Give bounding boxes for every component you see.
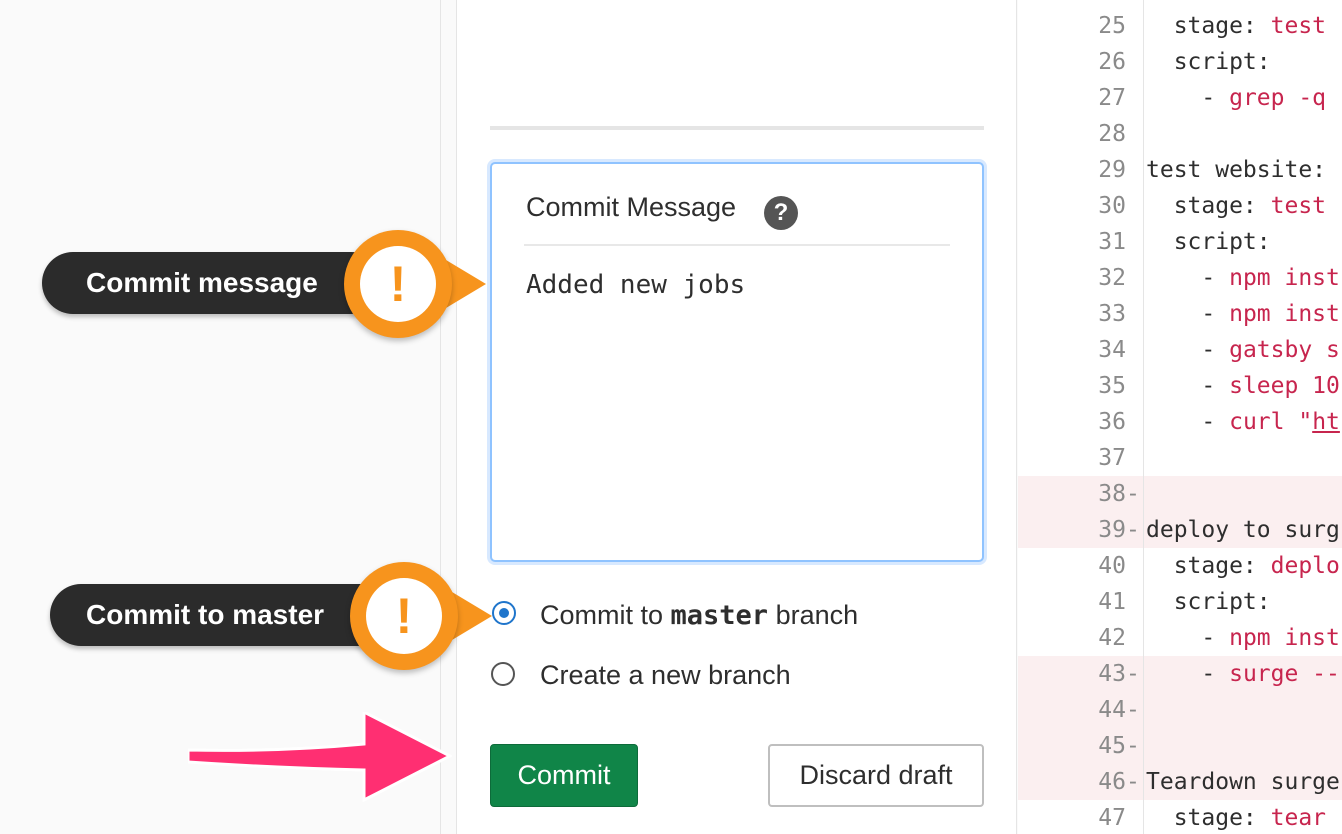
commit-message-box[interactable]: Commit Message ? Added new jobs (490, 162, 984, 562)
code-text: - surge -- (1146, 661, 1340, 687)
commit-to-master-label[interactable]: Commit to master branch (540, 600, 858, 631)
code-line: 45- (1018, 728, 1342, 764)
code-text: Teardown surge (1146, 769, 1340, 795)
code-line: 47 stage: tear (1018, 800, 1342, 834)
branch-name: master (670, 600, 769, 631)
line-number: 43 (1098, 661, 1126, 687)
code-line: 41 script: (1018, 584, 1342, 620)
exclamation-icon: ! (344, 230, 486, 338)
line-number: 33 (1098, 301, 1126, 327)
code-line: 40 stage: deplo (1018, 548, 1342, 584)
branch-label-text: branch (768, 600, 859, 630)
panel-divider (490, 126, 984, 130)
code-line: 46-Teardown surge (1018, 764, 1342, 800)
code-line: 39-deploy to surg (1018, 512, 1342, 548)
code-line: 34 - gatsby s (1018, 332, 1342, 368)
code-text: stage: deplo (1146, 553, 1340, 579)
line-number: 32 (1098, 265, 1126, 291)
badge-glyph: ! (366, 578, 442, 654)
line-number: 31 (1098, 229, 1126, 255)
code-line: 28 (1018, 116, 1342, 152)
exclamation-icon: ! (350, 562, 492, 670)
code-line: 25 stage: test (1018, 8, 1342, 44)
line-number: 34 (1098, 337, 1126, 363)
line-diff-marker: - (1126, 769, 1140, 795)
code-text: - npm inst (1146, 625, 1340, 651)
code-line: 43- - surge -- (1018, 656, 1342, 692)
line-number: 42 (1098, 625, 1126, 651)
code-text: - gatsby s (1146, 337, 1340, 363)
arrow-icon (188, 712, 452, 802)
commit-message-title: Commit Message (526, 192, 737, 222)
code-text: deploy to surg (1146, 517, 1340, 543)
code-text: - sleep 10 (1146, 373, 1340, 399)
code-text: script: (1146, 49, 1271, 75)
code-line: 30 stage: test (1018, 188, 1342, 224)
line-number: 36 (1098, 409, 1126, 435)
callout-commit-message-label: Commit message (86, 267, 318, 298)
discard-draft-button[interactable]: Discard draft (768, 744, 984, 807)
line-number: 44 (1098, 697, 1126, 723)
code-line: 33 - npm inst (1018, 296, 1342, 332)
code-line: 32 - npm inst (1018, 260, 1342, 296)
line-number: 39 (1098, 517, 1126, 543)
line-diff-marker: - (1126, 517, 1140, 543)
line-diff-marker: - (1126, 697, 1140, 723)
callout-commit-message: Commit message (42, 252, 382, 314)
editor-gutter-line (1143, 0, 1144, 834)
badge-glyph: ! (360, 246, 436, 322)
code-text: script: (1146, 589, 1271, 615)
line-number: 26 (1098, 49, 1126, 75)
line-diff-marker: - (1126, 733, 1140, 759)
line-diff-marker: - (1126, 481, 1140, 507)
line-number: 37 (1098, 445, 1126, 471)
line-number: 27 (1098, 85, 1126, 111)
code-line: 31 script: (1018, 224, 1342, 260)
commit-message-input[interactable]: Added new jobs (526, 270, 746, 300)
create-new-branch-label[interactable]: Create a new branch (540, 660, 791, 690)
line-number: 29 (1098, 157, 1126, 183)
code-line: 38- (1018, 476, 1342, 512)
code-text: stage: test (1146, 193, 1327, 219)
code-text: script: (1146, 229, 1271, 255)
line-number: 35 (1098, 373, 1126, 399)
line-number: 46 (1098, 769, 1126, 795)
line-number: 47 (1098, 805, 1126, 831)
callout-commit-to-master-label: Commit to master (86, 599, 325, 630)
code-line: 29 test website: (1018, 152, 1342, 188)
help-icon[interactable]: ? (764, 196, 798, 230)
code-line: 44- (1018, 692, 1342, 728)
line-number: 40 (1098, 553, 1126, 579)
code-line: 42 - npm inst (1018, 620, 1342, 656)
code-line: 37 (1018, 440, 1342, 476)
gutter-border (440, 0, 457, 834)
commit-message-separator (524, 244, 950, 246)
line-number: 38 (1098, 481, 1126, 507)
code-line: 35 - sleep 10 (1018, 368, 1342, 404)
line-number: 25 (1098, 13, 1126, 39)
line-number: 28 (1098, 121, 1126, 147)
commit-to-master-radio[interactable] (492, 601, 516, 625)
code-text: - grep -q (1146, 85, 1327, 111)
create-new-branch-radio[interactable] (491, 662, 515, 686)
code-text: stage: test (1146, 13, 1327, 39)
code-text: - npm inst (1146, 301, 1340, 327)
line-number: 41 (1098, 589, 1126, 615)
commit-button[interactable]: Commit (490, 744, 638, 807)
code-line: 27 - grep -q (1018, 80, 1342, 116)
code-line: 26 script: (1018, 44, 1342, 80)
left-gutter (0, 0, 440, 834)
code-line: 36 - curl "ht (1018, 404, 1342, 440)
code-text: stage: tear (1146, 805, 1327, 831)
callout-commit-to-master: Commit to master (50, 584, 390, 646)
line-number: 45 (1098, 733, 1126, 759)
code-text: test website: (1146, 157, 1327, 183)
code-text: - npm inst (1146, 265, 1340, 291)
line-diff-marker: - (1126, 661, 1140, 687)
line-number: 30 (1098, 193, 1126, 219)
commit-to-label-text: Commit to (540, 600, 671, 630)
code-text: - curl "ht (1146, 409, 1340, 435)
